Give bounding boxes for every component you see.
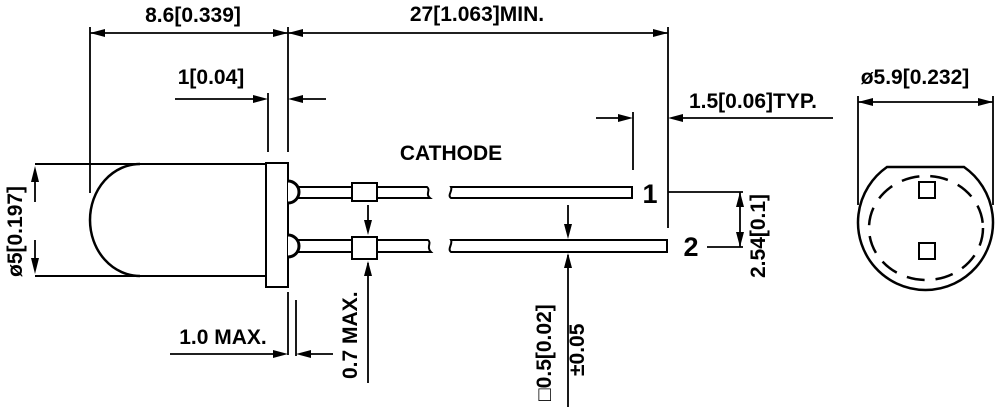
lead-1-meniscus (287, 179, 301, 205)
lead-2-segment-b (448, 239, 668, 253)
end-view (856, 96, 995, 292)
end-view-body-dashed-circle (867, 174, 985, 282)
dim-lead-stagger (596, 112, 833, 170)
dim-standoff (364, 205, 372, 383)
dim-lead-pitch-label: 2.54[0.1] (747, 193, 770, 278)
cathode-label: CATHODE (399, 142, 503, 165)
dim-flange-thickness (175, 93, 326, 152)
dim-top (89, 27, 669, 228)
dim-epoxy-length-label: 8.6[0.339] (145, 4, 241, 27)
dim-flange-thickness-label: 1[0.04] (177, 66, 245, 89)
end-view-lead-1-square (918, 181, 936, 199)
lead-2-meniscus (287, 233, 301, 259)
dim-lead-stagger-label: 1.5[0.06]TYP. (688, 90, 818, 113)
dim-meniscus (170, 292, 333, 358)
dim-lead-length-label: 27[1.063]MIN. (409, 3, 545, 26)
dim-standoff-label: 0.7 MAX. (339, 291, 362, 379)
pin-2-label: 2 (683, 232, 699, 262)
end-view-lead-2-square (918, 242, 936, 260)
end-view-flange-outline (856, 165, 995, 292)
led-dome-outline (88, 162, 141, 278)
lead-1-standoff (351, 182, 378, 202)
dim-meniscus-label: 1.0 MAX. (179, 326, 267, 349)
lead-1-segment-b (448, 186, 633, 199)
led-flange (265, 162, 289, 288)
dim-lead-section (564, 205, 572, 407)
dim-flange-diameter-label: ø5.9[0.232] (860, 66, 970, 89)
side-view-body (35, 162, 289, 288)
dim-lead-section-tol-label: ±0.05 (566, 323, 589, 376)
lead-2-standoff (351, 236, 378, 260)
pin-1-label: 1 (642, 179, 658, 209)
dim-lead-section-label: □0.5[0.02] (533, 304, 556, 401)
dim-body-diameter-label: ø5[0.197] (4, 185, 27, 277)
dim-lead-pitch (668, 191, 744, 248)
side-view-leads (287, 179, 668, 260)
dim-body-diameter (31, 166, 39, 274)
